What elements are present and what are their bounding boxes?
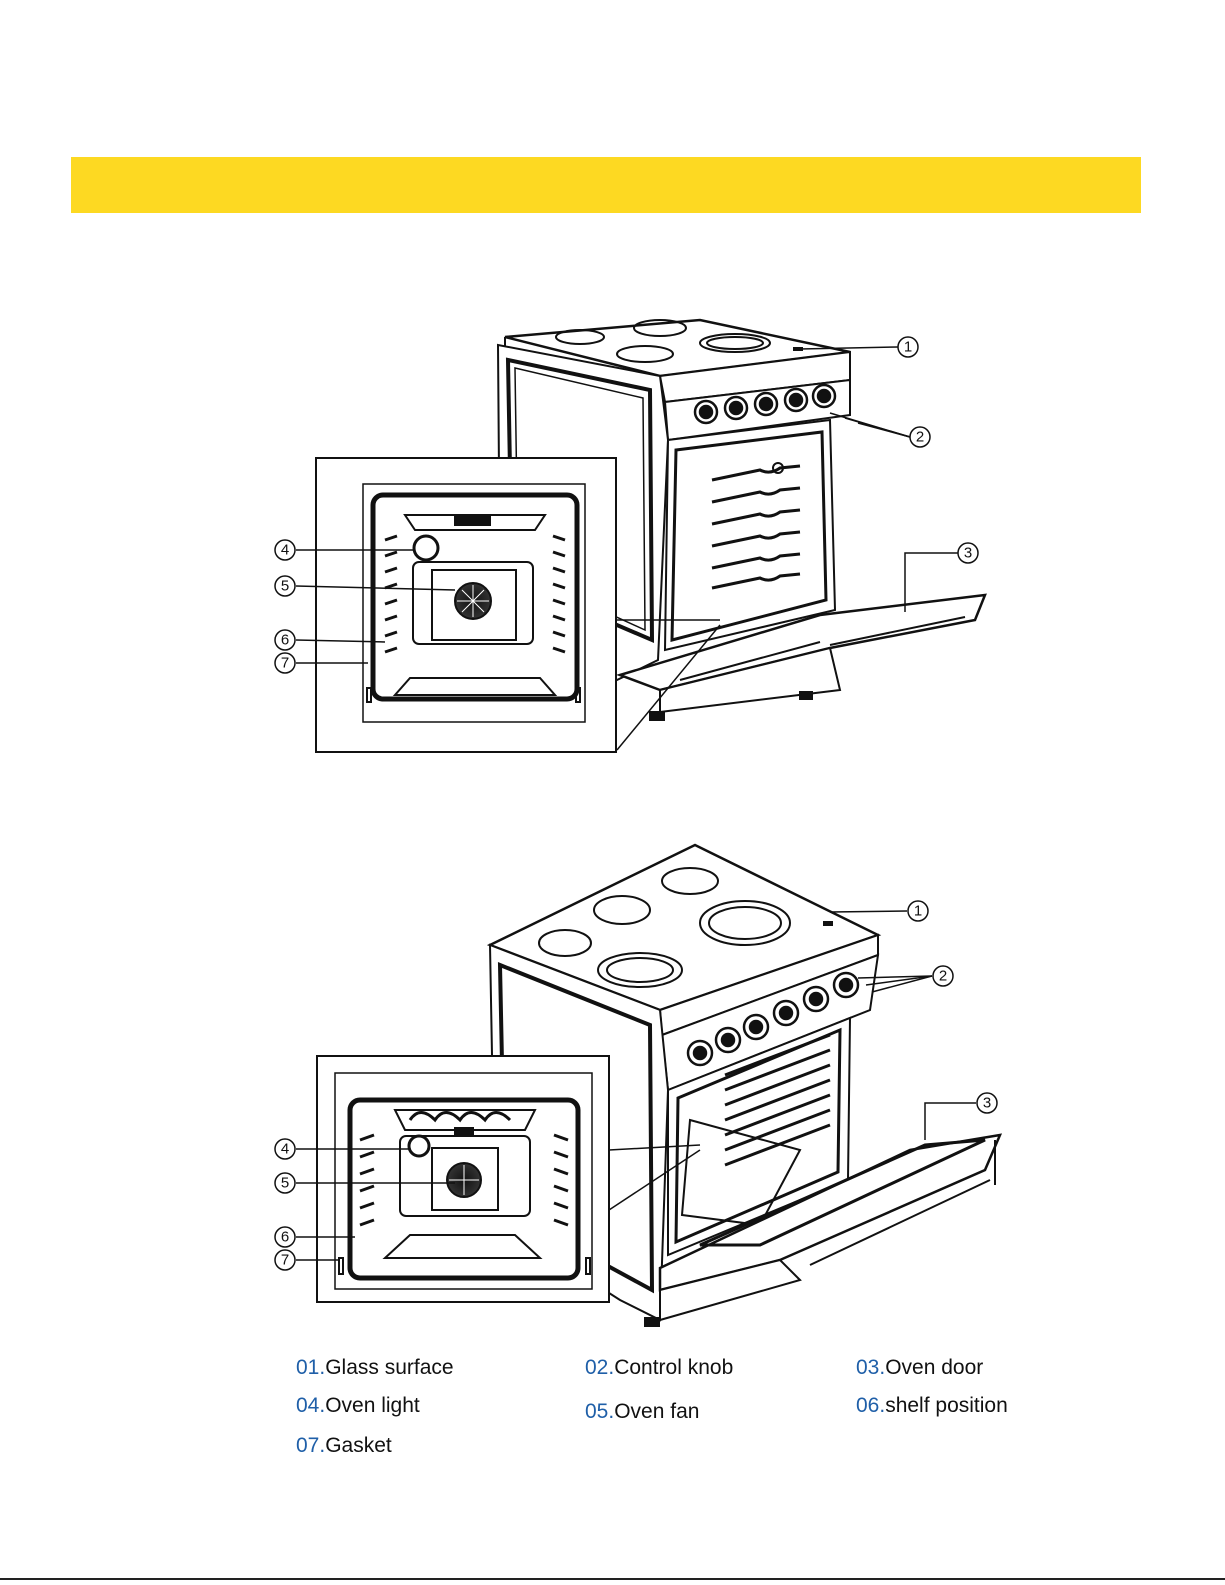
callout-1-top: 1 [904, 339, 912, 356]
callout-5-bottom: 5 [281, 1175, 289, 1192]
legend-item-gasket: 07.Gasket [296, 1434, 392, 1458]
legend-label: Oven light [325, 1394, 420, 1417]
callout-7-top: 7 [281, 655, 289, 672]
legend-item-oven-fan: 05.Oven fan [585, 1400, 699, 1424]
legend-number: 06. [856, 1394, 885, 1417]
legend-number: 02. [585, 1356, 614, 1379]
legend-label: shelf position [885, 1394, 1008, 1417]
callout-6-bottom: 6 [281, 1229, 289, 1246]
legend-number: 01. [296, 1356, 325, 1379]
callout-4-top: 4 [281, 542, 289, 559]
callout-3-top: 3 [964, 545, 972, 562]
page-bottom-rule [0, 1578, 1225, 1580]
legend-label: Glass surface [325, 1356, 453, 1379]
legend-item-glass-surface: 01.Glass surface [296, 1356, 454, 1380]
legend-item-oven-door: 03.Oven door [856, 1356, 983, 1380]
callout-2-bottom: 2 [939, 968, 947, 985]
callout-1-bottom: 1 [914, 903, 922, 920]
callout-6-top: 6 [281, 632, 289, 649]
legend-number: 03. [856, 1356, 885, 1379]
callout-4-bottom: 4 [281, 1141, 289, 1158]
callout-3-bottom: 3 [983, 1095, 991, 1112]
callout-5-top: 5 [281, 578, 289, 595]
legend-label: Oven fan [614, 1400, 699, 1423]
legend-number: 04. [296, 1394, 325, 1417]
legend-label: Gasket [325, 1434, 392, 1457]
legend-item-oven-light: 04.Oven light [296, 1394, 420, 1418]
legend-item-shelf-position: 06.shelf position [856, 1394, 1008, 1418]
callout-7-bottom: 7 [281, 1252, 289, 1269]
legend-item-control-knob: 02.Control knob [585, 1356, 733, 1380]
legend-number: 05. [585, 1400, 614, 1423]
legend-label: Oven door [885, 1356, 983, 1379]
legend-label: Control knob [614, 1356, 733, 1379]
legend-number: 07. [296, 1434, 325, 1457]
oven-interior-inset-small [316, 458, 616, 752]
callout-2-top: 2 [916, 429, 924, 446]
oven-interior-inset-wide [317, 1056, 609, 1302]
